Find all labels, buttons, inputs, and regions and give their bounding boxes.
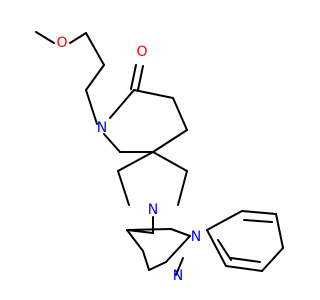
bond: [133, 89, 174, 99]
bond: [142, 250, 150, 271]
bond: [126, 228, 172, 231]
bond: [261, 247, 284, 272]
bond: [165, 235, 191, 263]
bond: [170, 228, 191, 237]
bond: [206, 210, 243, 231]
bond: [217, 239, 232, 261]
atom-o-carbonyl: O: [136, 44, 147, 60]
bond: [243, 219, 273, 223]
bond: [137, 65, 144, 91]
bond: [175, 257, 184, 276]
bond: [130, 64, 137, 90]
bond: [148, 261, 167, 271]
bond: [85, 89, 98, 125]
bond: [35, 31, 55, 44]
bond: [117, 151, 154, 172]
bond: [103, 133, 121, 153]
atom-n-lactam: N: [97, 120, 107, 136]
molecule-structure: O O N N N N: [35, 31, 284, 284]
bond: [109, 89, 135, 119]
bond: [177, 170, 188, 206]
atom-n-piperidine: N: [148, 202, 158, 218]
bond: [85, 64, 105, 91]
atom-o-methoxy: O: [56, 35, 67, 51]
atom-n-pyrazole-1: N: [191, 229, 201, 245]
atom-n-pyrazole-2: N: [173, 268, 183, 284]
bond: [126, 229, 144, 252]
bond: [275, 213, 284, 249]
bond: [117, 170, 130, 206]
bond: [206, 229, 227, 267]
bond: [172, 97, 188, 131]
bond: [152, 129, 188, 153]
bonds: [35, 31, 284, 276]
bond: [225, 265, 263, 272]
bond: [230, 257, 261, 263]
bond: [85, 32, 105, 66]
bond: [152, 151, 188, 172]
bond: [241, 210, 277, 215]
atom-labels: O O N N N N: [56, 35, 201, 284]
bond: [69, 32, 87, 44]
